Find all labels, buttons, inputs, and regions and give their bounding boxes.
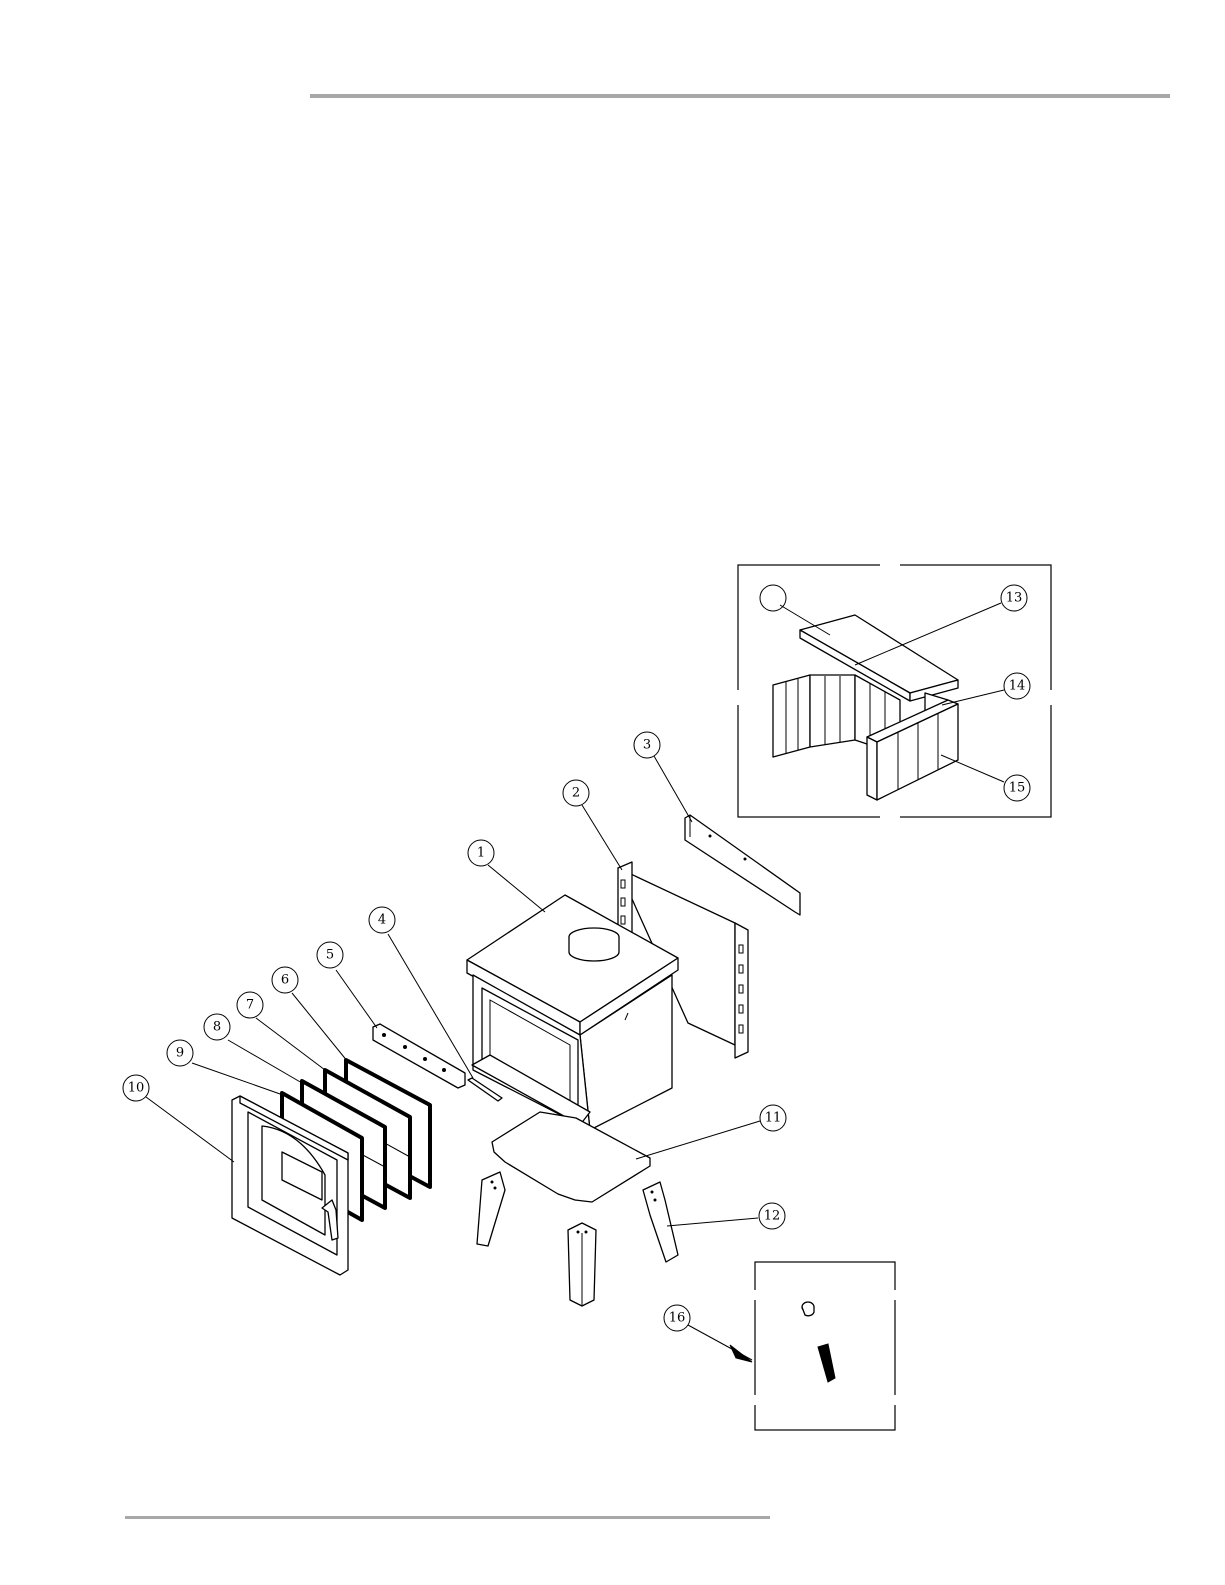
callout-12: 12 [759,1203,785,1229]
part-5-air-wash-bracket [373,1024,465,1088]
svg-text:5: 5 [326,948,334,963]
svg-text:10: 10 [128,1081,145,1096]
svg-text:9: 9 [176,1046,184,1061]
svg-text:1: 1 [477,846,485,861]
svg-text:11: 11 [765,1111,782,1126]
hardware-handle [818,1344,835,1382]
callout-3: 3 [634,732,660,758]
svg-text:3: 3 [643,738,651,753]
svg-text:12: 12 [764,1209,781,1224]
blank-callout-circle [760,585,786,611]
callout-14: 14 [1004,673,1030,699]
callout-13: 13 [1001,585,1027,611]
callout-4: 4 [369,907,395,933]
svg-text:2: 2 [572,786,580,801]
callout-11: 11 [760,1105,786,1131]
svg-text:15: 15 [1009,781,1026,796]
svg-text:14: 14 [1009,679,1026,694]
callout-7: 7 [237,992,263,1018]
part-11-bottom-plate [492,1112,650,1202]
callout-16: 16 [664,1305,690,1331]
callout-1: 1 [468,840,494,866]
svg-text:8: 8 [213,1020,221,1035]
svg-text:4: 4 [378,913,386,928]
svg-text:7: 7 [246,998,254,1013]
leg-left [477,1172,505,1246]
callout-10: 10 [123,1075,149,1101]
callout-8: 8 [204,1014,230,1040]
hardware-detail-inset [755,1262,895,1430]
callout-15: 15 [1004,775,1030,801]
hardware-knob [802,1302,814,1316]
callout-5: 5 [317,942,343,968]
callout-6: 6 [272,967,298,993]
leg-right [643,1182,678,1262]
callout-9: 9 [167,1040,193,1066]
svg-text:16: 16 [669,1311,686,1326]
callout-2: 2 [563,780,589,806]
leg-center [568,1223,596,1306]
svg-text:13: 13 [1006,591,1023,606]
part-3-heat-shield-strip [685,815,800,915]
svg-text:6: 6 [281,973,289,988]
